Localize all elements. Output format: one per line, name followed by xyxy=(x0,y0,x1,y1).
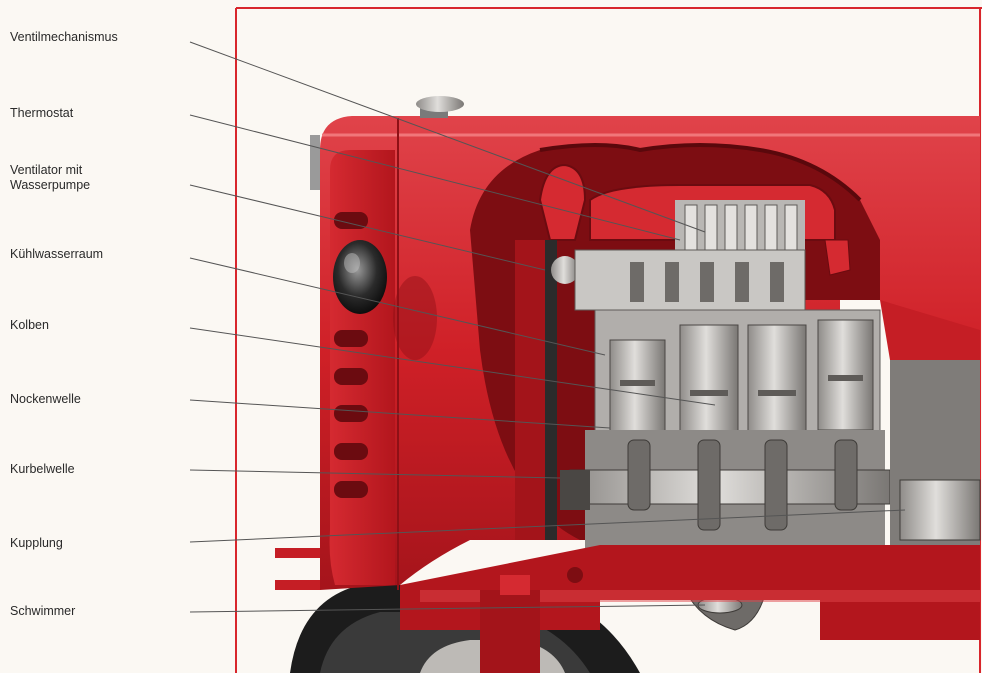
leader-line-kolben xyxy=(189,327,716,406)
grill-slots xyxy=(334,212,368,498)
crankcase xyxy=(560,430,891,550)
leader-line-ventilmechanismus xyxy=(189,41,706,233)
label-nockenwelle: Nockenwelle xyxy=(10,392,81,406)
label-kupplung: Kupplung xyxy=(10,536,63,550)
leader-line-kurbelwelle xyxy=(189,469,561,479)
cylinder-head xyxy=(574,184,851,311)
leader-line-kuehlwasserraum xyxy=(189,257,606,356)
label-schwimmer: Schwimmer xyxy=(10,604,76,618)
label-ventilator-line2: Wasserpumpe xyxy=(10,178,91,192)
label-kolben: Kolben xyxy=(10,318,49,332)
label-kuehlwasserraum: Kühlwasserraum xyxy=(10,247,104,261)
clutch-housing xyxy=(880,300,981,550)
leader-line-thermostat xyxy=(189,114,681,241)
leader-line-ventilator xyxy=(189,184,546,271)
label-kurbelwelle: Kurbelwelle xyxy=(10,462,75,476)
headlamp xyxy=(333,240,437,360)
chassis-frame xyxy=(275,545,980,673)
leader-line-kupplung xyxy=(189,509,906,543)
leader-line-schwimmer xyxy=(189,604,706,613)
label-ventilator-mit-wasserpumpe: Ventilator mit Wasserpumpe xyxy=(10,163,90,193)
radiator-cap xyxy=(416,96,464,118)
leader-line-nockenwelle xyxy=(189,399,611,429)
label-thermostat: Thermostat xyxy=(10,106,74,120)
label-ventilator-line1: Ventilator mit xyxy=(10,163,83,177)
leader-lines xyxy=(189,41,906,613)
label-ventilmechanismus: Ventilmechanismus xyxy=(10,30,118,44)
